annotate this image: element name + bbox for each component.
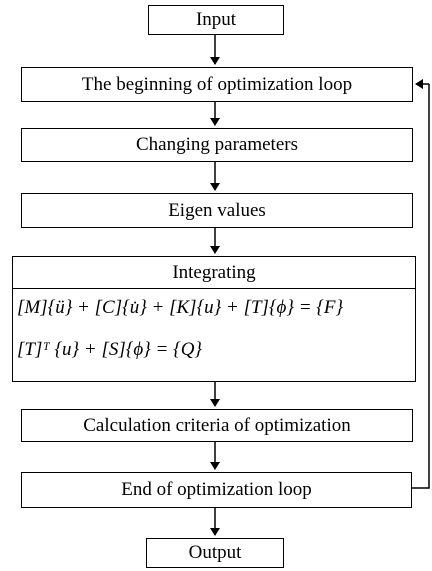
integrating-title: Integrating bbox=[172, 261, 256, 283]
loop-begin-label: The beginning of optimization loop bbox=[81, 73, 353, 95]
loop-begin-box: The beginning of optimization loop bbox=[21, 67, 413, 102]
integrating-title-row: Integrating bbox=[13, 257, 415, 289]
eigen-values-label: Eigen values bbox=[168, 199, 266, 221]
integrating-box: Integrating [M]{ü} + [C]{u̇} + [K]{u} + … bbox=[12, 256, 416, 382]
feedback-loop-line bbox=[412, 84, 430, 489]
equation-2: [T]ᵀ {u} + [S]{ϕ} = {Q} bbox=[17, 339, 203, 360]
loop-end-label: End of optimization loop bbox=[121, 479, 312, 500]
changing-parameters-box: Changing parameters bbox=[21, 128, 413, 162]
output-box: Output bbox=[146, 538, 284, 568]
criteria-box: Calculation criteria of optimization bbox=[21, 409, 413, 442]
equation-1: [M]{ü} + [C]{u̇} + [K]{u} + [T]{ϕ} = {F} bbox=[17, 297, 344, 318]
loop-end-box: End of optimization loop bbox=[21, 472, 412, 508]
input-label: Input bbox=[195, 9, 237, 30]
input-box: Input bbox=[148, 5, 284, 35]
changing-parameters-label: Changing parameters bbox=[136, 134, 298, 155]
eigen-values-box: Eigen values bbox=[21, 193, 413, 228]
criteria-label: Calculation criteria of optimization bbox=[83, 414, 351, 436]
output-label: Output bbox=[188, 542, 242, 563]
